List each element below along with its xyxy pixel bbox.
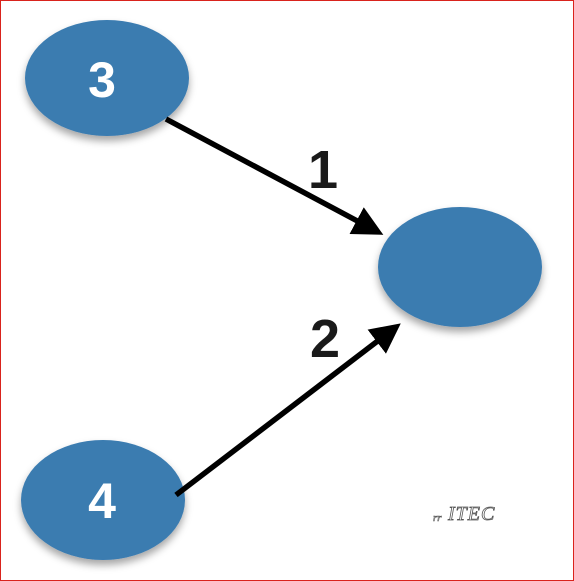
edge-2: 2 <box>174 309 401 498</box>
edge-2-arrow <box>174 323 401 498</box>
node-3-shape <box>25 20 189 136</box>
edge-1: 1 <box>164 116 384 235</box>
node-target <box>378 207 542 327</box>
node-3: 3 <box>25 20 189 136</box>
node-target-shape <box>378 207 542 327</box>
watermark-prefix-mark: rr <box>433 512 442 524</box>
watermark-text: ITEC <box>447 503 495 525</box>
edge-1-arrow <box>164 116 384 235</box>
edge-2-label: 2 <box>310 309 340 369</box>
watermark-logo: rr ITEC <box>433 503 495 526</box>
node-4-label: 4 <box>88 473 116 529</box>
edge-1-label: 1 <box>308 140 338 200</box>
node-4-shape <box>21 440 185 560</box>
node-3-label: 3 <box>88 52 116 108</box>
node-4: 4 <box>21 440 185 560</box>
